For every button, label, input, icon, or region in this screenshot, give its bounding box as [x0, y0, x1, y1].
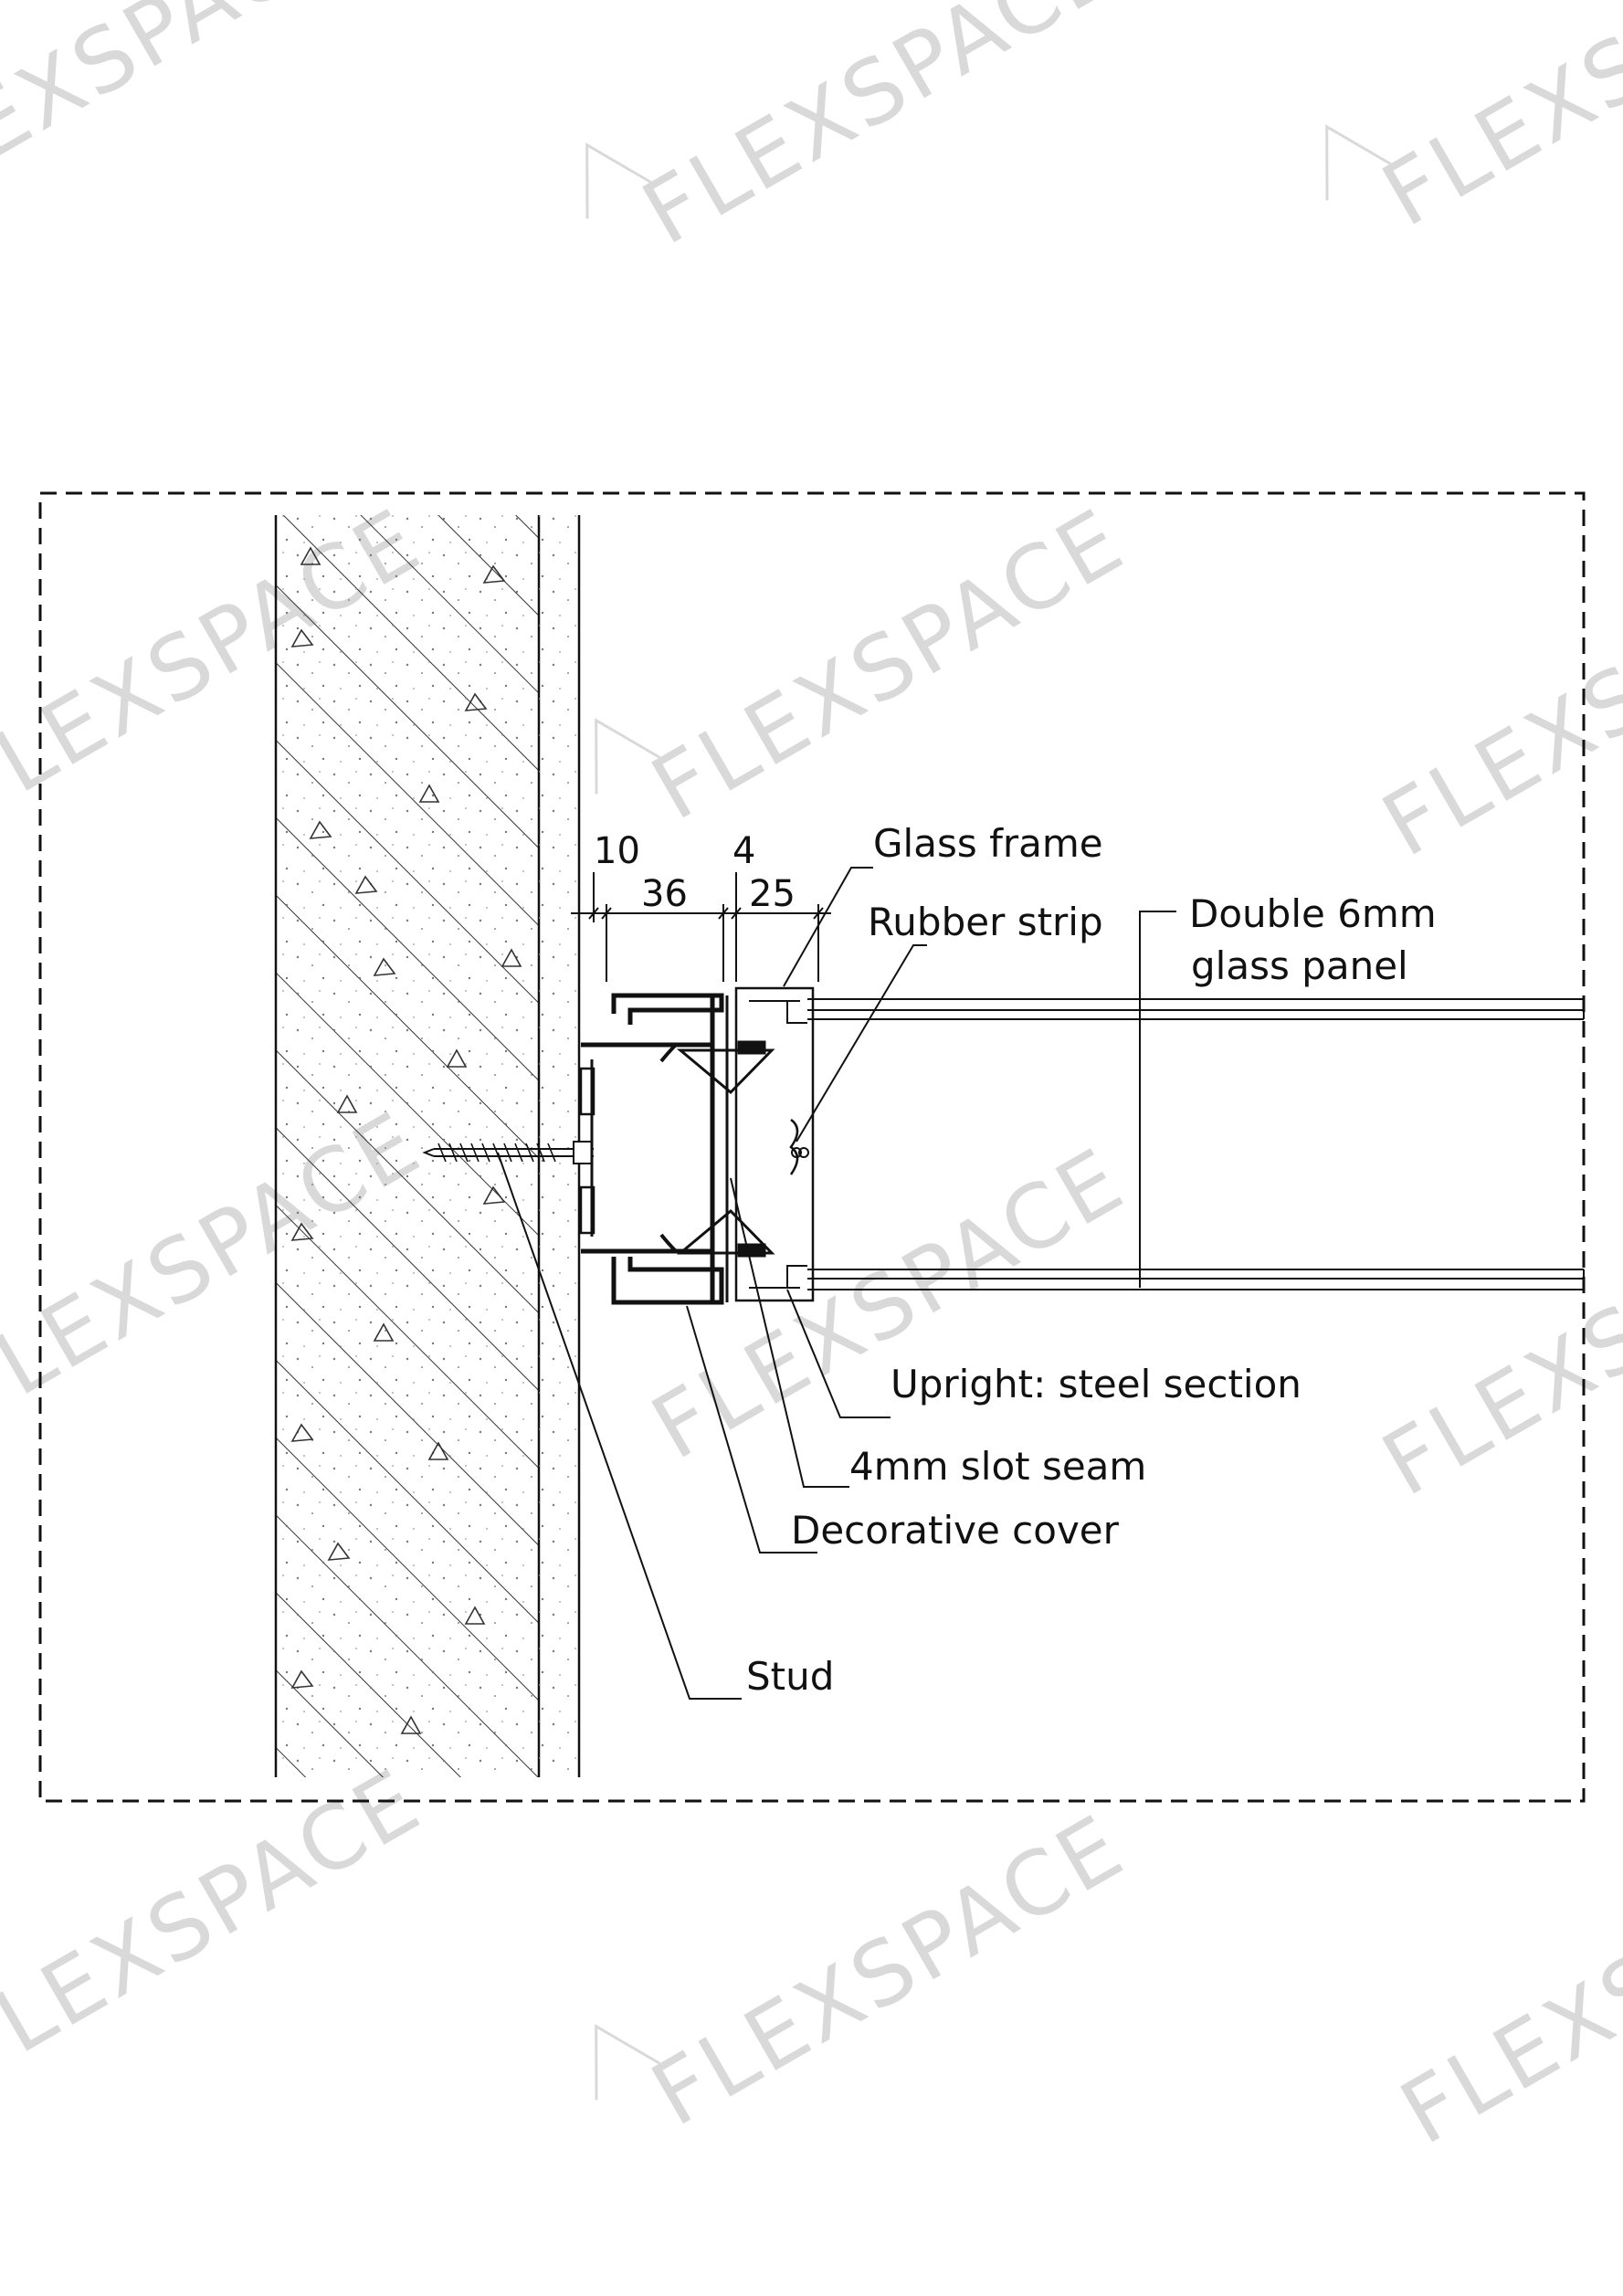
dimension-chain [571, 872, 831, 982]
label-rubber-strip: Rubber strip [868, 900, 1103, 944]
leader-stud [497, 1152, 742, 1700]
watermark-logo-icon: FLEXSPACE [585, 0, 1133, 265]
watermark-text: FLEXSPACE [636, 489, 1142, 840]
watermark-logo-icon: FLEXSPACE [0, 1749, 438, 2101]
dimension-25: 25 [749, 873, 796, 915]
watermark-logo-icon: FLEXSPACE [0, 0, 363, 233]
label-glass-frame: Glass frame [873, 821, 1103, 866]
watermark-text: FLEXSPACE [1366, 0, 1623, 247]
label-stud: Stud [746, 1654, 834, 1699]
detail-border [38, 491, 1586, 1803]
leader-glass-panel [1139, 911, 1176, 1288]
leader-decorative-cover [686, 1305, 817, 1553]
leader-lines [497, 867, 1176, 1700]
watermark-text: FLEXSPACE [0, 1749, 438, 2101]
glass-frame [734, 986, 815, 1302]
steel-upright [579, 993, 775, 1305]
leader-upright [786, 1289, 891, 1418]
leader-glass-frame [783, 867, 873, 987]
label-glass-panel-line1: Double 6mm [1189, 891, 1437, 936]
label-glass-panel-line2: glass panel [1191, 943, 1408, 988]
label-slot-seam: 4mm slot seam [849, 1444, 1146, 1489]
label-decorative-cover: Decorative cover [791, 1508, 1120, 1553]
watermark-logo-icon: FLEXSPACE [1325, 0, 1623, 247]
watermark-text: FLEXSPACE [0, 0, 363, 233]
dimension-4: 4 [732, 830, 755, 872]
watermark-layer: FLEXSPACE FLEXSPACE FLEXSPACE FLEXSPACE … [0, 0, 1623, 2164]
dimension-36: 36 [641, 873, 688, 915]
dimension-10: 10 [594, 830, 640, 872]
watermark-logo-icon: FLEXSPACE [1385, 1813, 1623, 2164]
label-upright: Upright: steel section [891, 1362, 1302, 1406]
concrete-wall [274, 515, 541, 1777]
leader-slot-seam [730, 1177, 849, 1488]
watermark-text: FLEXSPACE [1385, 1813, 1623, 2164]
watermark-logo-icon: FLEXSPACE [595, 489, 1142, 840]
watermark-text: FLEXSPACE [627, 0, 1133, 265]
double-glass-panel [807, 998, 1585, 1290]
watermark-text: FLEXSPACE [636, 1795, 1142, 2146]
leader-rubber-strip [796, 944, 927, 1143]
watermark-logo-icon: FLEXSPACE [595, 1795, 1142, 2146]
